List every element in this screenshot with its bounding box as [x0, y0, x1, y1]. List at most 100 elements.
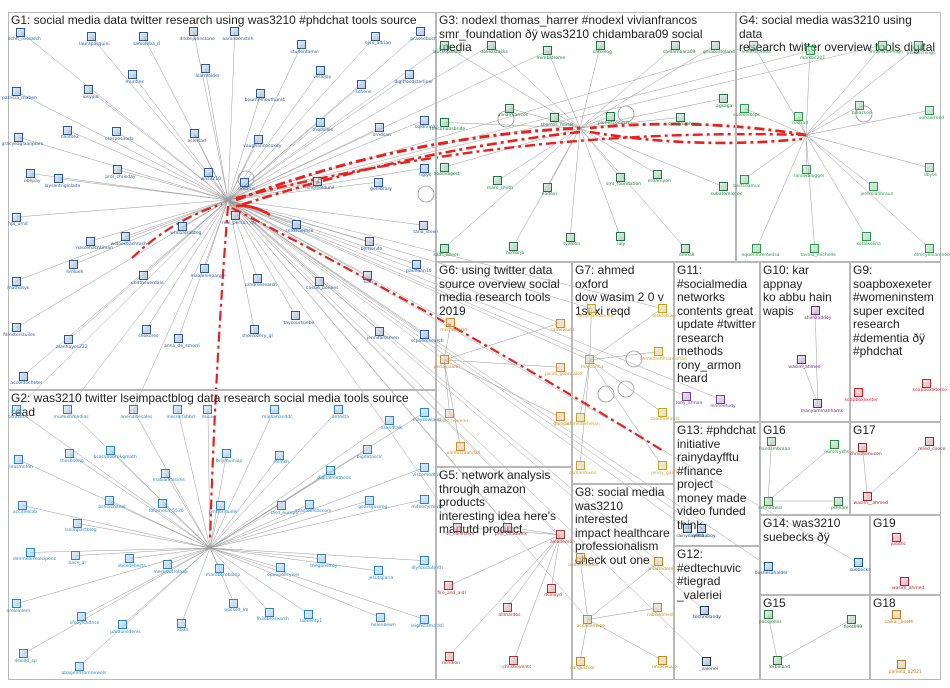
node-leasmnfdh[interactable] [14, 455, 24, 465]
node-_valeriei[interactable] [702, 657, 712, 667]
node-judithc[interactable] [892, 532, 902, 542]
node-anendslesales[interactable] [128, 405, 138, 414]
node-accdelelab[interactable] [18, 500, 28, 510]
node-gmacesteland[interactable] [711, 40, 721, 50]
node-jacob_gonnzalez[interactable] [555, 362, 565, 372]
node-saikar_booth[interactable] [891, 610, 901, 619]
node-aetesta[interactable] [334, 405, 344, 414]
node-docsmancilaned[interactable] [586, 304, 596, 313]
node-wasim_ahmed[interactable] [796, 355, 806, 365]
node-smdsciemce[interactable] [292, 219, 302, 229]
node-plenescoduch[interactable] [605, 111, 615, 121]
node-dssusc[interactable] [203, 405, 213, 414]
node-ejvu_adrian[interactable] [370, 31, 380, 41]
node-nurseryshs[interactable] [829, 440, 839, 450]
node-mardboroblanp[interactable] [215, 563, 225, 573]
node-carolynmhare[interactable] [675, 112, 685, 122]
node-fh3dbresearch[interactable] [265, 607, 275, 617]
node-aslertad[interactable] [190, 129, 200, 139]
node-mumultimedias[interactable] [63, 405, 73, 414]
node-bertsdamus[interactable] [739, 174, 749, 184]
node-pedalpaulbi[interactable] [439, 355, 449, 365]
node-manyammanhamk[interactable] [813, 399, 823, 409]
node-bcacydobrokgmath[interactable] [106, 445, 116, 455]
node-weloesbachtach[interactable] [120, 232, 130, 242]
node-pacejohns[interactable] [763, 610, 773, 619]
node-whcbalsabteg[interactable] [178, 221, 188, 231]
node-prof_chadwick[interactable] [503, 522, 513, 532]
node-osmanfoxon[interactable] [575, 461, 585, 471]
node-oreleinlem[interactable] [11, 599, 21, 609]
node-equenmmmedsa[interactable] [752, 243, 762, 253]
node-nassehachtiman[interactable] [86, 236, 96, 246]
node-sheffieldunil[interactable] [313, 176, 323, 186]
node-hoodidigest[interactable] [439, 162, 449, 172]
node-kotalkolina[interactable] [861, 232, 871, 242]
node-inesrertsbbd[interactable] [173, 405, 183, 415]
node-luly[interactable] [615, 232, 625, 242]
node-fofurnesa_5530[interactable] [158, 499, 168, 509]
node-bournemouthuni4[interactable] [256, 88, 266, 98]
node-pamela_b2021[interactable] [897, 660, 907, 670]
node-marzunha[interactable] [585, 355, 595, 365]
node-suohledlops[interactable] [739, 103, 749, 113]
node-hglyc[interactable] [419, 163, 429, 173]
node-bshtsites[interactable] [11, 405, 21, 414]
node-shokores[interactable] [141, 324, 151, 334]
node-digitalmethods[interactable] [326, 466, 336, 476]
node-schens[interactable] [357, 80, 367, 90]
node-jonafrederes[interactable] [654, 557, 664, 567]
node-alanhayes222[interactable] [64, 335, 74, 345]
node-undervisedes[interactable] [575, 553, 585, 562]
node-tana_steve[interactable] [418, 220, 428, 230]
node-mimbidrome[interactable] [543, 46, 553, 56]
node-accademsoo[interactable] [583, 614, 593, 624]
node-iristeechings[interactable] [913, 41, 923, 51]
node-chidambara09[interactable] [671, 40, 681, 50]
node-prof_chrisday[interactable] [112, 165, 122, 175]
node-jennifartemen[interactable] [375, 326, 385, 336]
node-laysentnglnlade[interactable] [54, 174, 64, 184]
node-soapboxexeter[interactable] [853, 388, 863, 398]
node-bushesahalder[interactable] [763, 561, 773, 571]
node-technolandy[interactable] [699, 605, 709, 615]
node-richdion[interactable] [444, 651, 454, 661]
node-marc_smith[interactable] [492, 176, 502, 186]
node-accordocheter[interactable] [18, 371, 28, 381]
node-alexdemon[interactable] [555, 530, 565, 540]
node-dlmcyeleamnote[interactable] [924, 243, 934, 253]
node-paulfann16[interactable] [411, 259, 421, 269]
node-bigdatascic[interactable] [362, 445, 372, 455]
node-mqdolles[interactable] [316, 118, 326, 128]
node-ptheam[interactable] [833, 496, 843, 506]
node-shorcozery_gl[interactable] [249, 324, 259, 334]
node-bshcrchanel[interactable] [104, 495, 114, 505]
node-denmearmolcipenc[interactable] [25, 547, 35, 557]
node-ahmedrehman[interactable] [575, 412, 585, 422]
node-drkbnjohnstone[interactable] [189, 27, 199, 36]
node-hpl_umd[interactable] [11, 212, 21, 222]
node-crespesnoda[interactable] [112, 127, 122, 137]
node-subatomicdoc[interactable] [718, 182, 728, 192]
node-cangusfoor[interactable] [575, 656, 585, 666]
node-rtsmsh[interactable] [275, 450, 285, 460]
node-thecuriousbride[interactable] [439, 117, 449, 127]
node-obepay[interactable] [26, 169, 36, 178]
node-lasd_europe[interactable] [277, 501, 287, 511]
node-studentamvl[interactable] [297, 40, 307, 50]
node-itc_collective[interactable] [452, 522, 462, 532]
node-shehzaddoy[interactable] [810, 306, 820, 316]
node-getlibrary[interactable] [374, 177, 384, 187]
node-isaac_hovenn[interactable] [445, 409, 455, 419]
node-nazzad[interactable] [794, 111, 804, 121]
node-fleet999[interactable] [846, 615, 856, 625]
node-lockfolkwa[interactable] [657, 304, 667, 313]
node-undtheverdale[interactable] [139, 271, 149, 281]
node-laurapasquini[interactable] [86, 32, 96, 42]
node-meskawtrolaaa[interactable] [162, 560, 172, 570]
node-vanfusraahda4[interactable] [455, 441, 465, 451]
node-blaaskee[interactable] [855, 101, 865, 111]
node-thegonstroy[interactable] [316, 554, 326, 564]
node-abagendsomnewels[interactable] [74, 661, 84, 671]
node-laosentp1[interactable] [304, 609, 314, 619]
